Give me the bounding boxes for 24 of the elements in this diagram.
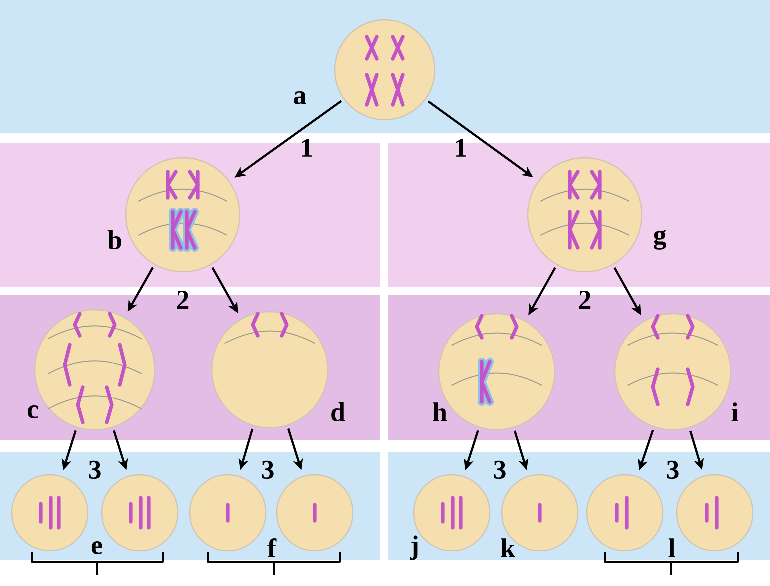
cell-letter: g <box>654 230 666 250</box>
cell-letter: a <box>294 92 306 104</box>
step-number: 3 <box>667 460 679 480</box>
step-number: 1 <box>456 139 466 157</box>
step-number: 1 <box>302 139 312 157</box>
cell-letter: i <box>732 402 738 422</box>
cell-letter: k <box>501 538 516 558</box>
cell-letter: d <box>332 402 346 422</box>
cell-drawing <box>276 474 354 552</box>
step-number: 3 <box>262 460 274 480</box>
step-number: 2 <box>177 291 189 309</box>
step-number: 3 <box>494 460 506 480</box>
cell-letter: c <box>28 406 38 418</box>
group-letter: e <box>92 542 102 554</box>
step-number: 2 <box>579 291 591 309</box>
group-letter: l <box>668 538 676 558</box>
cell-drawing <box>586 474 664 552</box>
step-number: 3 <box>89 460 101 480</box>
cell-drawing <box>101 474 179 552</box>
cell-letter: h <box>433 402 448 422</box>
cell-drawing <box>11 474 89 552</box>
cell-letter: b <box>108 230 122 250</box>
cell-letter: j <box>410 536 418 560</box>
group-letter: f <box>268 538 277 558</box>
